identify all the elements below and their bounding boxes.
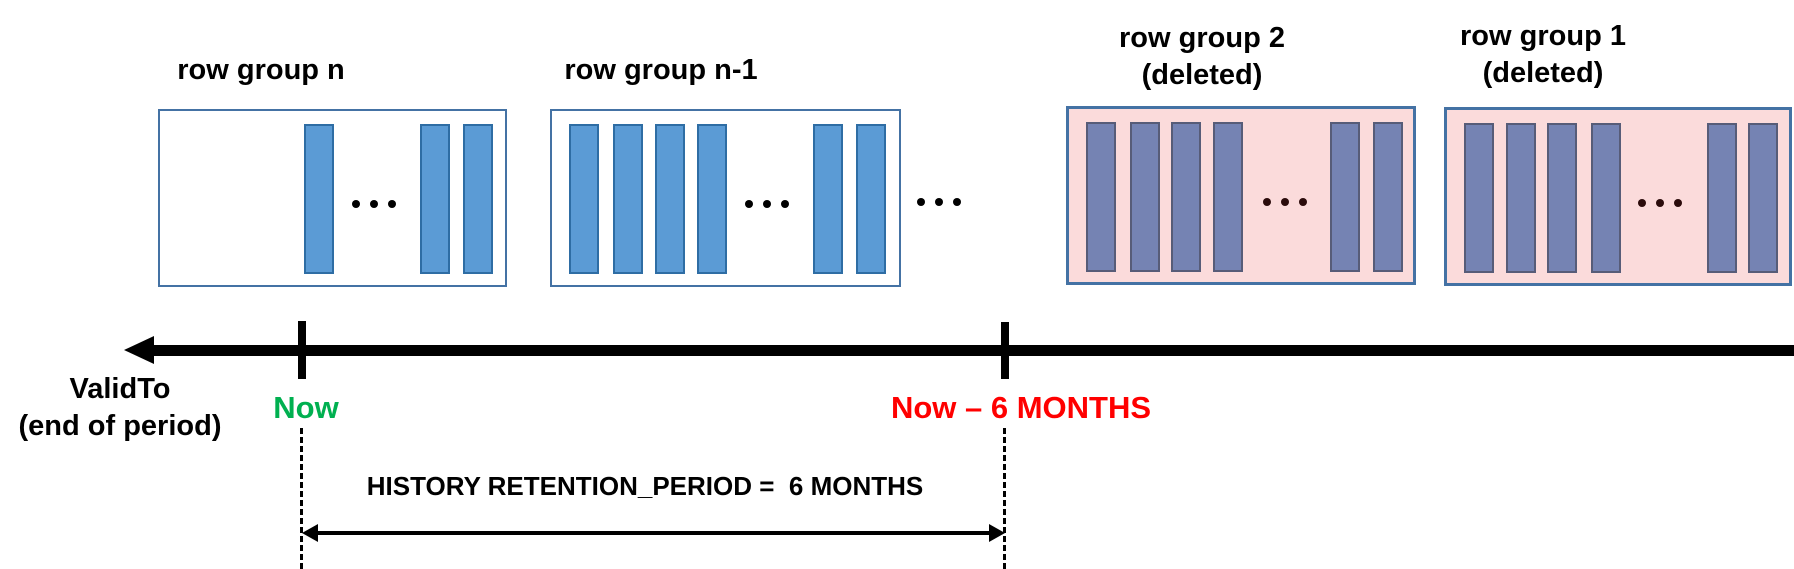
now-label: Now	[273, 390, 339, 425]
row-group-label: row group 2 (deleted)	[1119, 20, 1285, 94]
arrow-right-head-icon	[989, 524, 1005, 542]
row-group-box	[1066, 106, 1416, 285]
timeline-axis-line	[138, 345, 1794, 356]
row-group-label: row group n	[177, 52, 345, 89]
row-segment-bar	[1748, 123, 1778, 273]
ellipsis-icon	[352, 200, 396, 208]
row-group-box	[158, 109, 507, 287]
row-segment-bar	[1547, 123, 1577, 273]
cutoff-label: Now – 6 MONTHS	[890, 390, 1152, 425]
row-segment-bar	[1591, 123, 1621, 273]
row-segment-bar	[1506, 123, 1536, 273]
row-segment-bar	[1171, 122, 1201, 272]
row-group-label-text: row group n	[177, 54, 345, 86]
row-group-box	[1444, 107, 1792, 286]
row-group-box	[550, 109, 901, 287]
row-segment-bar	[1213, 122, 1243, 272]
row-group-label-text: row group n-1	[564, 54, 758, 86]
row-group-label: row group n-1	[564, 52, 757, 89]
row-group-label-text: row group 1	[1460, 20, 1626, 52]
now-dashed-guide	[300, 428, 303, 569]
row-segment-bar	[697, 124, 727, 274]
ellipsis-icon	[1638, 199, 1682, 207]
row-segment-bar	[1086, 122, 1116, 272]
row-segment-bar	[1330, 122, 1360, 272]
now-tick-mark	[298, 321, 306, 379]
row-segment-bar	[1707, 123, 1737, 273]
row-group-label-text: row group 2	[1119, 22, 1285, 54]
row-group-label: row group 1 (deleted)	[1460, 18, 1626, 92]
retention-period-label: HISTORY RETENTION_PERIOD = 6 MONTHS	[366, 471, 924, 501]
ellipsis-icon	[745, 200, 789, 208]
row-group-deleted-label: (deleted)	[1482, 57, 1604, 89]
arrow-line	[318, 531, 989, 535]
timeline-arrowhead-icon	[124, 336, 154, 364]
row-segment-bar	[655, 124, 685, 274]
row-segment-bar	[856, 124, 886, 274]
row-segment-bar	[613, 124, 643, 274]
row-segment-bar	[1464, 123, 1494, 273]
row-segment-bar	[304, 124, 334, 274]
row-segment-bar	[569, 124, 599, 274]
row-segment-bar	[1130, 122, 1160, 272]
row-segment-bar	[463, 124, 493, 274]
row-segment-bar	[1373, 122, 1403, 272]
row-segment-bar	[813, 124, 843, 274]
cutoff-tick-mark	[1001, 322, 1009, 379]
arrow-left-head-icon	[302, 524, 318, 542]
ellipsis-icon	[917, 198, 961, 206]
cutoff-dashed-guide	[1003, 428, 1006, 569]
axis-label-line2: (end of period)	[18, 410, 222, 442]
retention-span-arrow	[302, 524, 1005, 542]
row-group-deleted-label: (deleted)	[1141, 59, 1263, 91]
axis-label: ValidTo (end of period)	[19, 371, 222, 445]
axis-label-line1: ValidTo	[69, 373, 171, 405]
row-segment-bar	[420, 124, 450, 274]
ellipsis-icon	[1263, 198, 1307, 206]
